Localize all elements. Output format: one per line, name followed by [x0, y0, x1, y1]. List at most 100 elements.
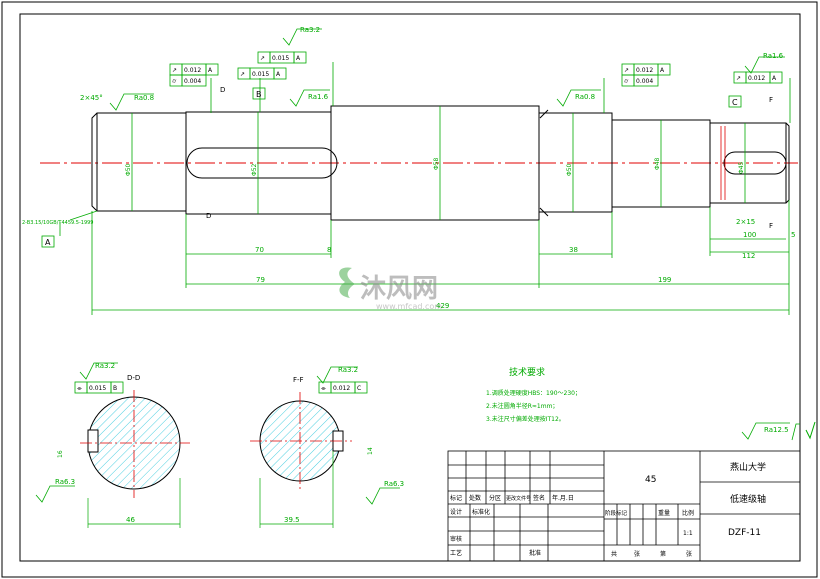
datum-b-label: B [256, 90, 262, 99]
tol-value: ↗ [172, 67, 177, 74]
watermark-brand: 沐风网 [360, 274, 438, 304]
tol-value: A [276, 71, 281, 78]
tol-value: 0.015 [252, 71, 269, 78]
dim-70: 70 [255, 246, 264, 254]
dia-3: Φ58 [433, 157, 440, 170]
tb-col-2: 分区 [489, 494, 501, 502]
datum-a-box: A [41, 235, 55, 248]
dimension-lines [59, 28, 791, 440]
tol-cell [354, 381, 368, 394]
datum-b-box: B [252, 87, 266, 100]
dd-roughness: Ra3.2 [95, 362, 115, 370]
roughness-5: Ra1.6 [763, 52, 784, 60]
tb-drawing-no: DZF-11 [728, 528, 761, 538]
tb-sheet-3: 张 [686, 550, 692, 558]
tol-cell [769, 71, 783, 84]
tol-value: ↗ [624, 67, 629, 74]
tol-value: A [208, 67, 213, 74]
tech-requirements: 技术要求 1.调质处理硬度HBS：190～230； 2.未注圆角半径R≈1mm；… [486, 366, 581, 423]
tech-title: 技术要求 [509, 366, 545, 378]
tol-value: 0.012 [184, 67, 201, 74]
tb-row2-0: 设计 [450, 508, 462, 516]
tol-value: ↗ [240, 71, 245, 78]
marker-f-bottom: F [769, 222, 773, 230]
tol-cell [110, 381, 124, 394]
tb-scale: 比例 [682, 509, 694, 517]
tol-value: C [357, 385, 361, 392]
title-block-text: 标记 处数 分区 更改文件号 签名 年.月.日 设计 标准化 审核 工艺 批准 … [450, 461, 766, 558]
tb-row3-0: 审核 [450, 535, 462, 543]
dim-112: 112 [742, 252, 755, 260]
dia-6: Φ45 [738, 161, 745, 174]
tb-row4-3: 批准 [529, 549, 541, 557]
tb-sheet-1: 张 [634, 550, 640, 558]
tb-stage: 阶段标记 [605, 509, 628, 517]
watermark: 沐风网 www.mfcad.com [339, 267, 442, 311]
inner-frame [19, 13, 801, 562]
tol-value: 0.012 [333, 385, 350, 392]
tol-value: ⌭ [172, 78, 177, 85]
dim-5: 5 [791, 231, 795, 239]
dim-38: 38 [569, 246, 578, 254]
tb-school: 燕山大学 [730, 461, 766, 473]
tb-col-3: 更改文件号 [506, 495, 531, 502]
dim-8: 8 [327, 246, 331, 254]
tol-value: ⌭ [624, 78, 629, 85]
tol-value: A [296, 55, 301, 62]
tol-cell [205, 63, 219, 76]
roughness-3: Ra1.6 [308, 93, 329, 101]
marker-d-bottom: D [206, 212, 211, 220]
tb-scale-value: 1:1 [683, 530, 693, 537]
dim-100: 100 [743, 231, 756, 239]
tol-value: ⌯ [321, 385, 326, 392]
tol-value: 0.012 [636, 67, 653, 74]
marker-f-top: F [769, 96, 773, 104]
tech-item-2: 2.未注圆角半径R≈1mm； [486, 402, 558, 410]
dim-199: 199 [658, 276, 671, 284]
dd-roughness-2: Ra6.3 [55, 478, 75, 486]
tol-cell [181, 74, 207, 87]
dia-1: Φ50 [125, 163, 132, 176]
tb-col-1: 处数 [469, 494, 481, 502]
section-ff: 39.5 14 F-F Ra3.2 Ra6.3 [250, 366, 404, 528]
tol-value: 0.015 [89, 385, 106, 392]
tol-value: ↗ [736, 75, 741, 82]
ff-title: F-F [293, 376, 304, 384]
tol-value: A [660, 67, 665, 74]
tol-value: ⌯ [77, 385, 82, 392]
title-block [447, 450, 801, 562]
marker-d-top: D [220, 86, 225, 94]
tb-part-name: 低速级轴 [730, 493, 766, 505]
watermark-url: www.mfcad.com [376, 302, 442, 311]
tol-value: 0.015 [272, 55, 289, 62]
tb-sheet-0: 共 [611, 550, 617, 558]
tb-col-5: 年.月.日 [552, 494, 574, 502]
datum-a-label: A [45, 238, 51, 247]
tb-material: 45 [645, 475, 656, 485]
tol-cell [657, 63, 671, 76]
tech-item-1: 1.调质处理硬度HBS：190～230； [486, 389, 581, 397]
dim-total: 429 [436, 302, 449, 310]
dim-79: 79 [256, 276, 265, 284]
datum-a-note: 2-B3.15/10GB/T4459.5-1999 [22, 220, 93, 226]
tol-cell [273, 67, 287, 80]
roughness-4: Ra0.8 [575, 93, 595, 101]
datum-c-label: C [732, 98, 738, 107]
tb-col-4: 签名 [533, 494, 545, 502]
ff-roughness: Ra3.2 [338, 366, 358, 374]
tol-cell [633, 74, 659, 87]
section-dd: 46 16 D-D Ra3.2 Ra6.3 [35, 362, 190, 528]
dd-width: 46 [126, 516, 135, 524]
chamfer-label: 2×45° [80, 94, 103, 102]
tb-weight: 重量 [658, 509, 670, 517]
ff-width: 39.5 [284, 516, 300, 524]
ff-roughness-2: Ra6.3 [384, 480, 404, 488]
dia-4: Φ50 [566, 163, 573, 176]
keyway-width: 2×15 [736, 218, 755, 226]
general-roughness-label: Ra12.5 [764, 426, 789, 434]
general-roughness: Ra12.5 [764, 421, 816, 441]
